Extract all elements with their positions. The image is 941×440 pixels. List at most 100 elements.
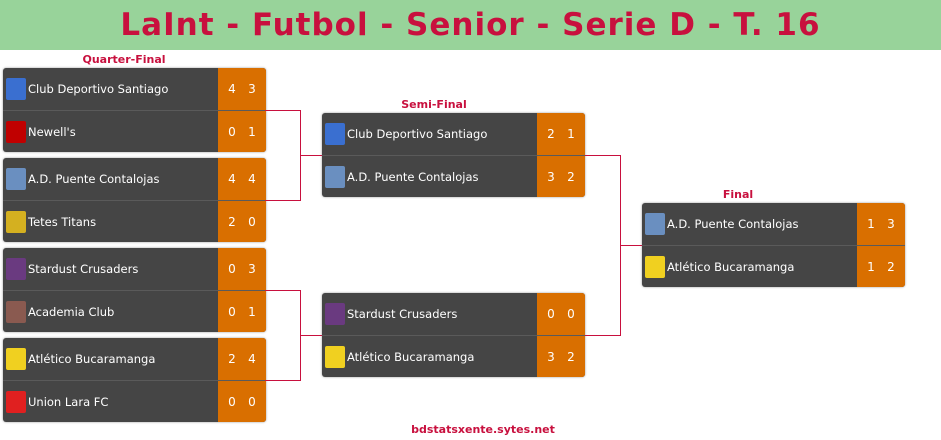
footer-link[interactable]: bdstatsxente.sytes.net <box>411 423 555 436</box>
team-name: Club Deportivo Santiago <box>347 127 488 141</box>
connector <box>265 380 301 381</box>
team-logo-icon <box>6 391 26 413</box>
connector <box>265 290 301 291</box>
page-title: LaInt - Futbol - Senior - Serie D - T. 1… <box>120 7 821 43</box>
round-label-final: Final <box>722 188 754 201</box>
score-leg-2: 2 <box>567 350 575 364</box>
team-name: Stardust Crusaders <box>347 307 458 321</box>
connector <box>620 245 642 246</box>
team-logo-icon <box>6 121 26 143</box>
team-logo-icon <box>6 211 26 233</box>
team-logo-icon <box>325 166 345 188</box>
connector <box>265 110 301 111</box>
score-leg-1: 2 <box>228 352 236 366</box>
team-logo-icon <box>645 256 665 278</box>
score-leg-2: 0 <box>248 395 256 409</box>
score-leg-2: 1 <box>248 305 256 319</box>
score-leg-2: 4 <box>248 352 256 366</box>
team-name: A.D. Puente Contalojas <box>667 217 799 231</box>
score-leg-2: 0 <box>567 307 575 321</box>
score-leg-1: 4 <box>228 172 236 186</box>
score-leg-1: 0 <box>228 125 236 139</box>
score-leg-1: 1 <box>867 260 875 274</box>
score-leg-2: 1 <box>248 125 256 139</box>
team-logo-icon <box>325 303 345 325</box>
score-leg-2: 3 <box>248 262 256 276</box>
title-bar: LaInt - Futbol - Senior - Serie D - T. 1… <box>0 0 941 50</box>
connector <box>585 155 621 156</box>
team-name: Stardust Crusaders <box>28 262 139 276</box>
score-leg-2: 0 <box>248 215 256 229</box>
team-logo-icon <box>6 301 26 323</box>
score-leg-1: 2 <box>228 215 236 229</box>
team-name: Academia Club <box>28 305 115 319</box>
team-name: Atlético Bucaramanga <box>28 352 156 366</box>
connector <box>300 335 322 336</box>
team-logo-icon <box>6 168 26 190</box>
score-leg-1: 0 <box>228 262 236 276</box>
score-leg-2: 2 <box>567 170 575 184</box>
score-leg-1: 0 <box>228 305 236 319</box>
connector <box>585 335 621 336</box>
team-name: Club Deportivo Santiago <box>28 82 169 96</box>
team-name: Newell's <box>28 125 76 139</box>
score-leg-1: 3 <box>547 170 555 184</box>
score-leg-2: 3 <box>887 217 895 231</box>
score-leg-2: 3 <box>248 82 256 96</box>
score-leg-1: 0 <box>547 307 555 321</box>
team-name: Tetes Titans <box>28 215 97 229</box>
score-leg-2: 2 <box>887 260 895 274</box>
team-name: Atlético Bucaramanga <box>347 350 475 364</box>
team-logo-icon <box>645 213 665 235</box>
team-name: Atlético Bucaramanga <box>667 260 795 274</box>
connector <box>300 155 322 156</box>
team-name: Union Lara FC <box>28 395 109 409</box>
team-logo-icon <box>6 348 26 370</box>
team-logo-icon <box>325 346 345 368</box>
team-name: A.D. Puente Contalojas <box>347 170 479 184</box>
team-name: A.D. Puente Contalojas <box>28 172 160 186</box>
score-leg-1: 0 <box>228 395 236 409</box>
team-logo-icon <box>325 123 345 145</box>
score-leg-1: 3 <box>547 350 555 364</box>
score-leg-1: 1 <box>867 217 875 231</box>
team-logo-icon <box>6 78 26 100</box>
score-leg-1: 2 <box>547 127 555 141</box>
score-leg-2: 4 <box>248 172 256 186</box>
connector <box>265 200 301 201</box>
score-leg-2: 1 <box>567 127 575 141</box>
